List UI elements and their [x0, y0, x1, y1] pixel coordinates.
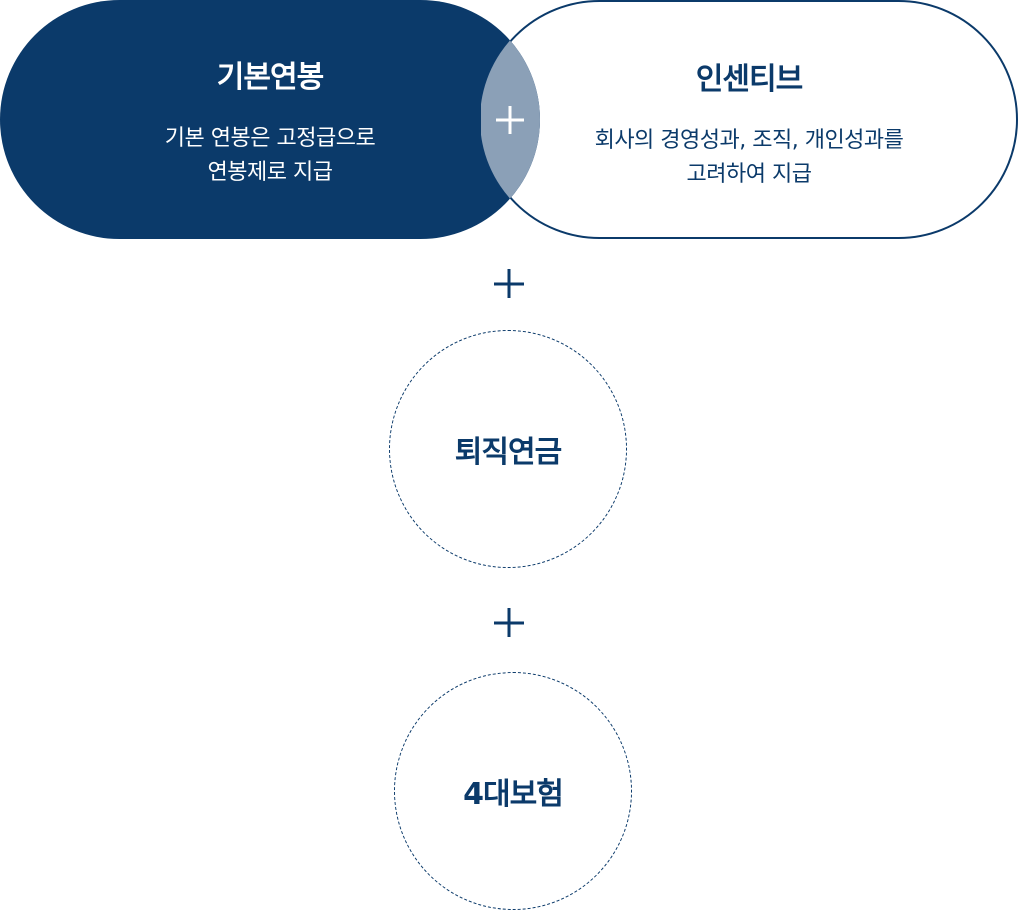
incentive-pill: 인센티브 회사의 경영성과, 조직, 개인성과를 고려하여 지급 — [480, 0, 1018, 239]
base-salary-title: 기본연봉 — [216, 60, 324, 95]
incentive-title: 인센티브 — [695, 62, 803, 97]
incentive-description: 회사의 경영성과, 조직, 개인성과를 고려하여 지급 — [594, 128, 904, 187]
base-salary-description: 기본 연봉은 고정급으로 연봉제로 지급 — [164, 126, 376, 185]
plus-icon — [494, 269, 524, 298]
retirement-pension-circle: 퇴직연금 — [389, 330, 627, 568]
overlap-plus-icon — [481, 0, 540, 239]
base-salary-pill: 기본연봉 기본 연봉은 고정급으로 연봉제로 지급 — [0, 0, 540, 239]
four-insurances-circle: 4대보험 — [394, 672, 632, 910]
retirement-pension-label: 퇴직연금 — [454, 435, 562, 470]
four-insurances-label: 4대보험 — [463, 777, 564, 812]
plus-icon — [494, 608, 524, 637]
